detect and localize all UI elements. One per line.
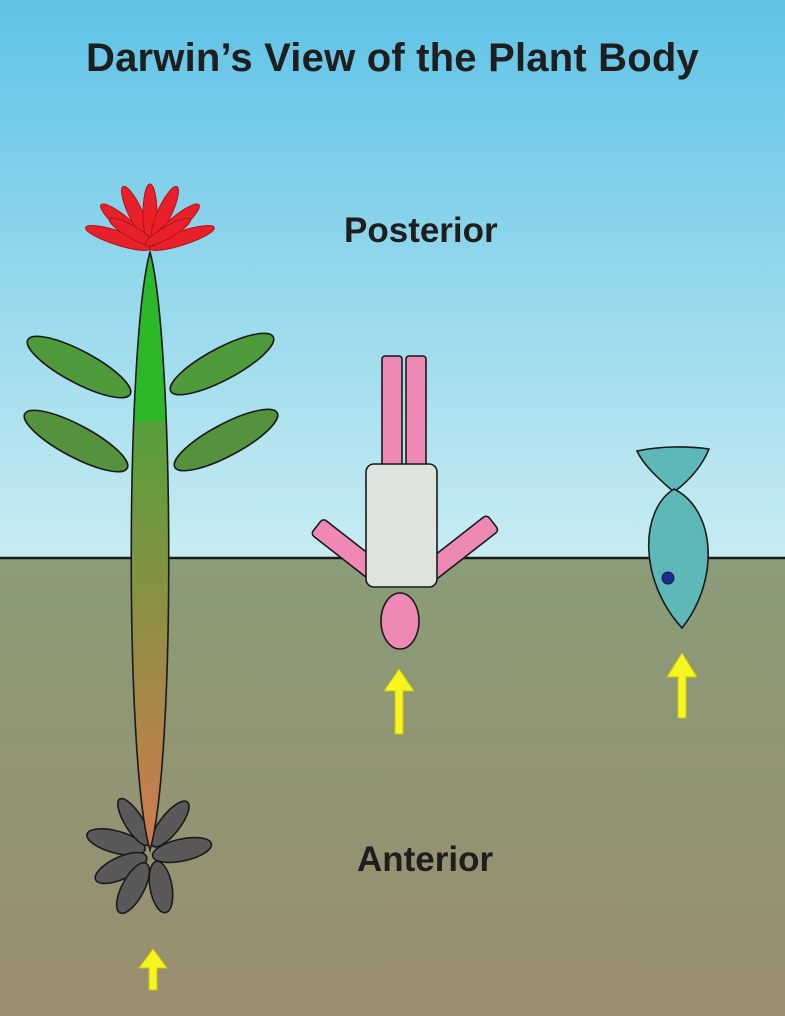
plant (23, 183, 279, 915)
root (115, 861, 151, 915)
human (311, 355, 499, 650)
leaf-lower-left (23, 409, 129, 473)
fish (635, 446, 711, 630)
arrow-up-icon (666, 652, 698, 719)
fish-tail (635, 446, 711, 494)
leaf-lower-right (173, 408, 279, 472)
fish-body (647, 488, 709, 630)
petal (144, 217, 192, 247)
human-leg-left (381, 355, 403, 469)
human-torso (365, 463, 438, 588)
label-anterior: Anterior (357, 840, 494, 879)
diagram-title: Darwin’s View of the Plant Body (86, 36, 699, 80)
arrow-up-icon (138, 948, 168, 991)
plant-leaves (23, 332, 279, 473)
human-leg-right (405, 355, 427, 469)
root (148, 860, 174, 914)
label-posterior: Posterior (344, 211, 498, 250)
arrow-up-icon (383, 668, 415, 735)
leaf-upper-right (169, 332, 275, 396)
plant-flower (85, 183, 215, 251)
human-head (380, 592, 420, 650)
root (151, 836, 213, 864)
plant-stem (130, 248, 170, 853)
arrows (138, 652, 698, 991)
fish-eye (661, 571, 675, 585)
leaf-upper-left (26, 335, 132, 399)
root (86, 828, 146, 856)
root (150, 800, 190, 848)
plant-roots (86, 797, 213, 915)
